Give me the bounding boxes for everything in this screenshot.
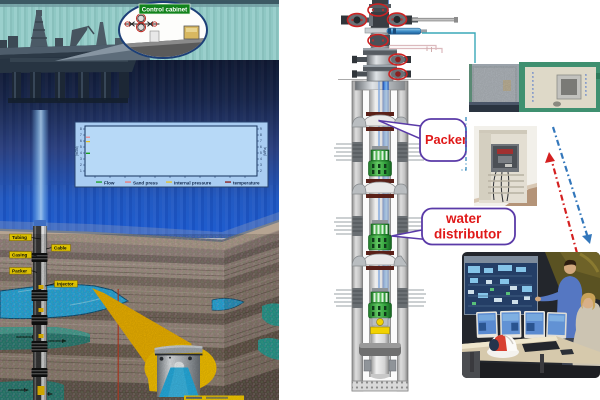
svg-text:8: 8 [532,99,534,103]
svg-text:6: 6 [260,145,262,149]
svg-text:Sand press: Sand press [133,180,158,185]
svg-text:2: 2 [80,163,82,167]
svg-text:Packer: Packer [425,132,467,147]
svg-text:4: 4 [80,151,82,155]
svg-text:8: 8 [585,89,587,93]
svg-text:9: 9 [260,127,262,131]
svg-text:1: 1 [80,169,82,173]
svg-text:Control cabinet: Control cabinet [142,6,187,13]
svg-text:4: 4 [260,157,262,161]
svg-text:5: 5 [260,151,262,155]
svg-text:8: 8 [80,127,82,131]
svg-text:8: 8 [532,91,534,95]
svg-text:8: 8 [585,73,587,77]
svg-text:Flow: Flow [104,180,115,185]
svg-text:(MPa): (MPa) [263,147,267,156]
svg-text:temperature: temperature [233,180,260,185]
svg-text:8: 8 [585,81,587,85]
svg-text:(m3/d): (m3/d) [75,146,79,156]
svg-text:7: 7 [80,133,82,137]
svg-text:2: 2 [260,169,262,173]
svg-text:5: 5 [80,145,82,149]
svg-text:7: 7 [260,139,262,143]
svg-text:distributor: distributor [434,227,502,242]
svg-text:8: 8 [532,95,534,99]
svg-text:8: 8 [585,85,587,89]
svg-text:8: 8 [260,133,262,137]
svg-text:3: 3 [260,163,262,167]
svg-text:8: 8 [532,79,534,83]
svg-text:8: 8 [585,93,587,97]
svg-text:8: 8 [532,87,534,91]
svg-text:8: 8 [532,83,534,87]
svg-text:3: 3 [80,157,82,161]
svg-text:water: water [445,211,482,226]
svg-text:Internal pressure: Internal pressure [174,180,212,185]
svg-text:6: 6 [80,139,82,143]
svg-text:8: 8 [532,71,534,75]
svg-text:8: 8 [532,75,534,79]
svg-text:8: 8 [585,77,587,81]
